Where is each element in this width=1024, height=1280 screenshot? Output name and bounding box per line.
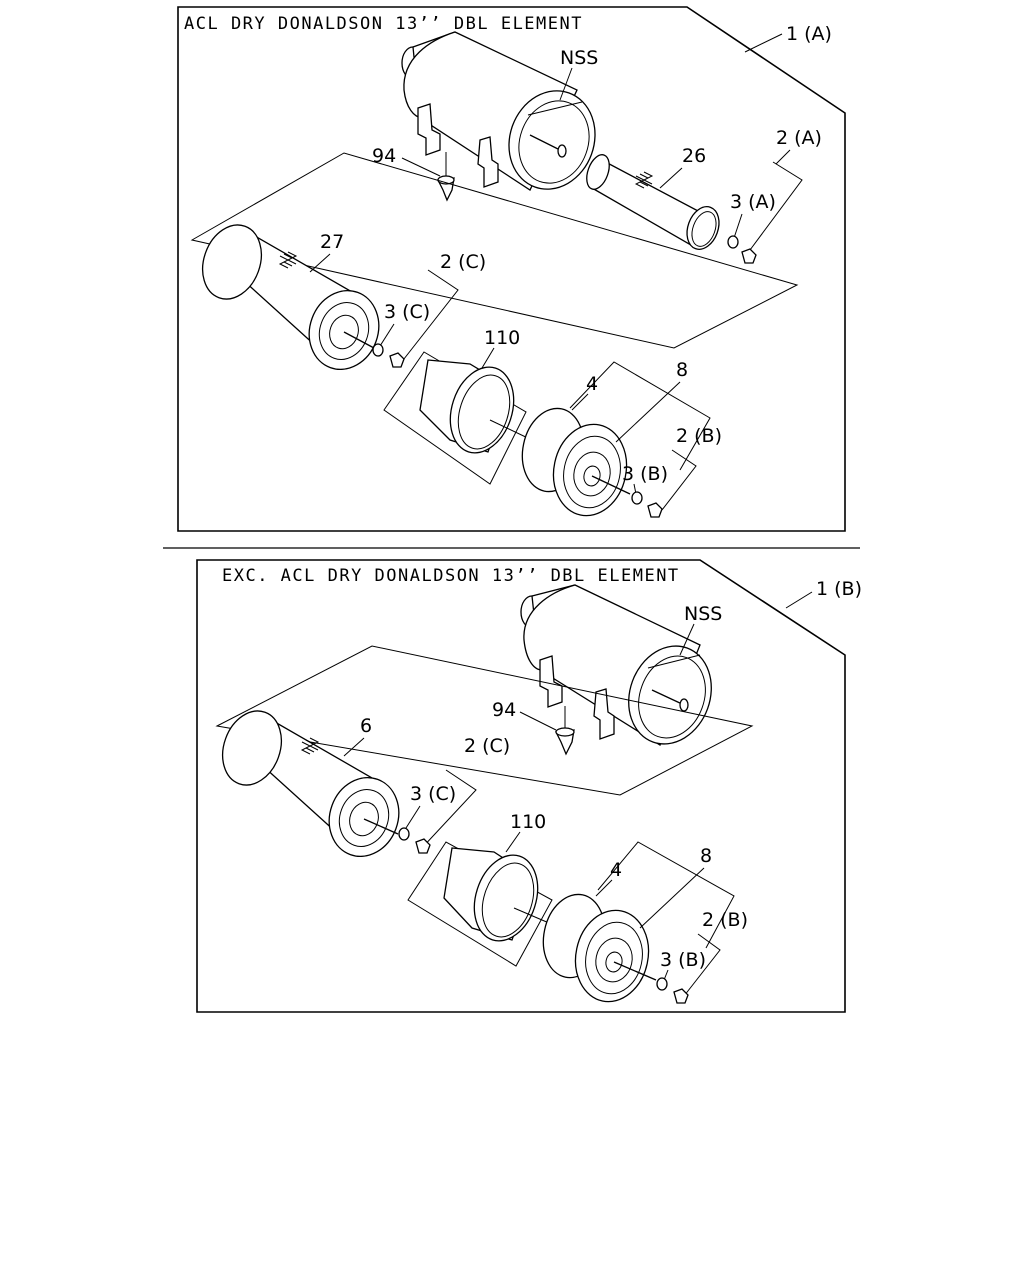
washer-3c-b xyxy=(398,827,410,841)
element-6 xyxy=(222,710,400,857)
wing-nut-2b xyxy=(647,502,663,518)
panel-b: EXC. ACL DRY DONALDSON 13’’ DBL ELEMENT … xyxy=(196,559,862,1013)
wing-nut-2c xyxy=(389,352,405,368)
cover-8-b xyxy=(542,893,657,1003)
air-cleaner-housing xyxy=(401,31,596,202)
label-110: 110 xyxy=(484,327,520,349)
washer-3c xyxy=(372,343,384,357)
wing-nut-2c-b xyxy=(415,838,431,854)
label-4: 4 xyxy=(586,373,598,395)
label-2b-b: 2 (B) xyxy=(702,909,748,931)
cover-8 xyxy=(521,407,631,517)
label-3b-b: 3 (B) xyxy=(660,949,706,971)
label-3b: 3 (B) xyxy=(622,463,668,485)
label-2a: 2 (A) xyxy=(776,127,822,149)
label-94-b: 94 xyxy=(492,699,516,721)
washer-3a xyxy=(727,235,739,249)
label-3a: 3 (A) xyxy=(730,191,776,213)
wing-nut-2a xyxy=(741,248,757,264)
panel-a-title: ACL DRY DONALDSON 13’’ DBL ELEMENT xyxy=(184,14,583,34)
label-2c: 2 (C) xyxy=(440,251,486,273)
adapter-110-b xyxy=(407,841,553,967)
panel-a-frame xyxy=(177,6,846,532)
assembly-leader xyxy=(744,33,783,53)
nss-label-b: NSS xyxy=(684,603,722,625)
adapter-110 xyxy=(383,351,527,485)
assembly-label-1b: 1 (B) xyxy=(816,578,862,600)
label-8: 8 xyxy=(676,359,688,381)
label-3c: 3 (C) xyxy=(384,301,430,323)
label-26: 26 xyxy=(682,145,706,167)
label-2c-b: 2 (C) xyxy=(464,735,510,757)
wing-nut-2b-b xyxy=(673,988,689,1004)
safety-element-26 xyxy=(586,154,720,250)
primary-element-27 xyxy=(202,224,380,370)
label-3c-b: 3 (C) xyxy=(410,783,456,805)
label-2b: 2 (B) xyxy=(676,425,722,447)
panel-b-frame xyxy=(196,559,846,1013)
label-6: 6 xyxy=(360,715,372,737)
nss-label: NSS xyxy=(560,47,598,69)
label-110-b: 110 xyxy=(510,811,546,833)
assembly-leader-b xyxy=(785,591,813,609)
washer-3b-b xyxy=(656,977,668,991)
label-94: 94 xyxy=(372,145,396,167)
panel-a: ACL DRY DONALDSON 13’’ DBL ELEMENT 1 (A)… xyxy=(177,6,846,532)
assembly-label-1a: 1 (A) xyxy=(786,23,832,45)
label-8-b: 8 xyxy=(700,845,712,867)
panel-b-title: EXC. ACL DRY DONALDSON 13’’ DBL ELEMENT xyxy=(222,566,680,586)
label-4-b: 4 xyxy=(610,859,622,881)
label-27: 27 xyxy=(320,231,344,253)
air-cleaner-housing-b xyxy=(520,584,712,756)
washer-3b xyxy=(631,491,643,505)
